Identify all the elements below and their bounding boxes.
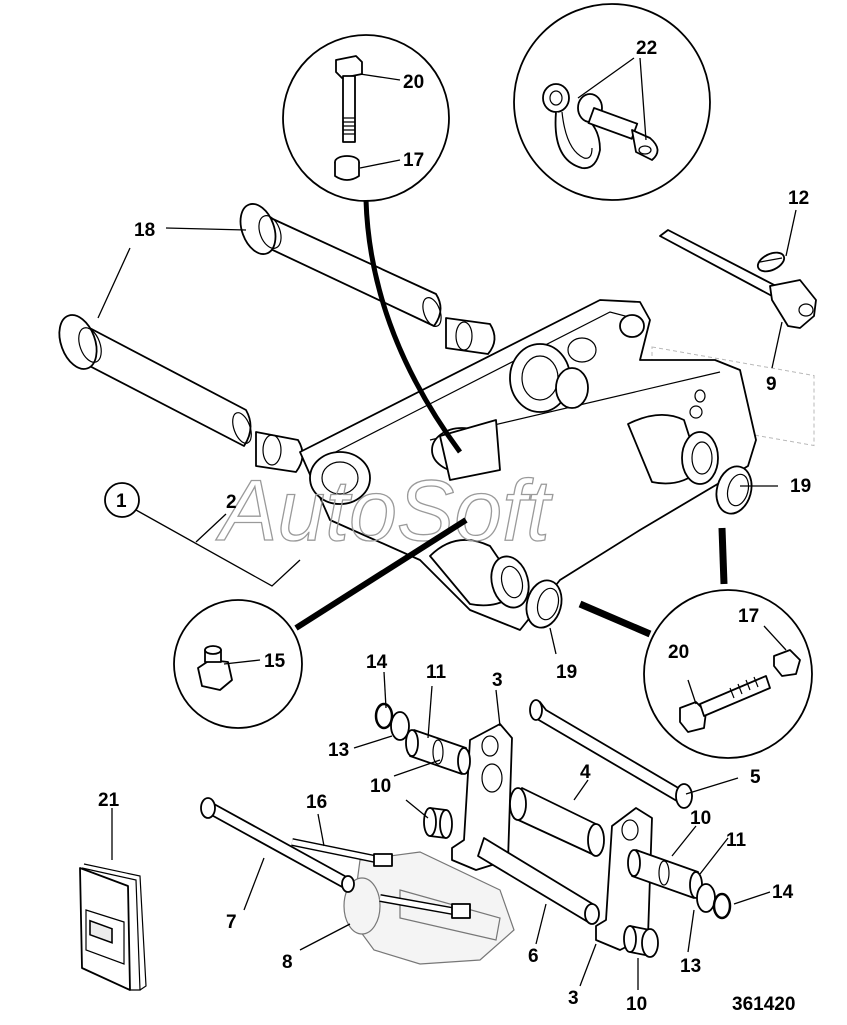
callout-5: 5 [750, 767, 761, 788]
callout-19: 19 [556, 662, 577, 683]
circlip-14-left [374, 702, 394, 730]
pin-18-upper [239, 203, 496, 355]
callout-10: 10 [690, 808, 711, 829]
washer-13-left [390, 711, 410, 741]
detail-leader-lines [294, 199, 728, 638]
hose-16 [291, 838, 471, 919]
callout-14: 14 [366, 652, 388, 673]
callout-16: 16 [306, 792, 327, 813]
pin-5 [529, 699, 693, 809]
callout-11: 11 [726, 830, 747, 851]
bushing-19-upper [715, 465, 753, 515]
callout-17: 17 [738, 606, 759, 627]
callout-2: 2 [226, 492, 237, 513]
pin-7 [200, 797, 355, 893]
callout-1: 1 [116, 491, 127, 512]
callout-10: 10 [626, 994, 647, 1015]
main-bracket-assembly [299, 299, 757, 631]
detail-circle-bolt-nut-right [643, 589, 813, 759]
callout-19: 19 [790, 476, 811, 497]
callout-20: 20 [403, 72, 424, 93]
pin-9-with-keeper [651, 229, 817, 447]
callout-3: 3 [568, 988, 579, 1009]
callout-21: 21 [98, 790, 120, 811]
callout-22: 22 [636, 38, 657, 59]
callout-13: 13 [328, 740, 349, 761]
sleeve-4 [509, 787, 605, 857]
callout-10: 10 [370, 776, 391, 797]
callout-12: 12 [788, 188, 809, 209]
watermark: AutoSoft [215, 463, 553, 559]
callout-9: 9 [766, 374, 777, 395]
tube-6 [477, 837, 600, 925]
callout-11: 11 [426, 662, 447, 683]
operator-manual-21 [79, 863, 147, 991]
link-plate-3-left [451, 723, 513, 871]
callout-20: 20 [668, 642, 689, 663]
spacer-10-upper [423, 807, 453, 839]
callout-circle-1 [104, 482, 140, 518]
link-plate-3-right [595, 807, 653, 951]
callout-labels: 20 17 22 12 18 9 19 1 2 15 19 17 20 14 1… [98, 38, 811, 1015]
callout-14: 14 [772, 882, 794, 903]
detail-circle-shackle [513, 3, 711, 201]
detail-circle-grease-nipple [173, 599, 303, 729]
callout-leader-lines [97, 57, 797, 990]
washer-13-right [696, 883, 716, 913]
callout-8: 8 [282, 952, 293, 973]
detail-circle-bolt-nut-top [282, 34, 450, 202]
circlip-14-right [712, 892, 732, 920]
callout-4: 4 [580, 762, 591, 783]
callout-15: 15 [264, 651, 286, 672]
figure-reference-number: 361420 [732, 994, 795, 1015]
pin-18-lower [58, 314, 304, 473]
callout-7: 7 [226, 912, 237, 933]
callout-18: 18 [134, 220, 155, 241]
callout-13: 13 [680, 956, 701, 977]
bushing-19-lower [525, 579, 563, 629]
spacer-10-lower [623, 925, 659, 958]
callout-17: 17 [403, 150, 424, 171]
callout-6: 6 [528, 946, 539, 967]
bush-11-left [405, 729, 471, 775]
callout-3: 3 [492, 670, 503, 691]
